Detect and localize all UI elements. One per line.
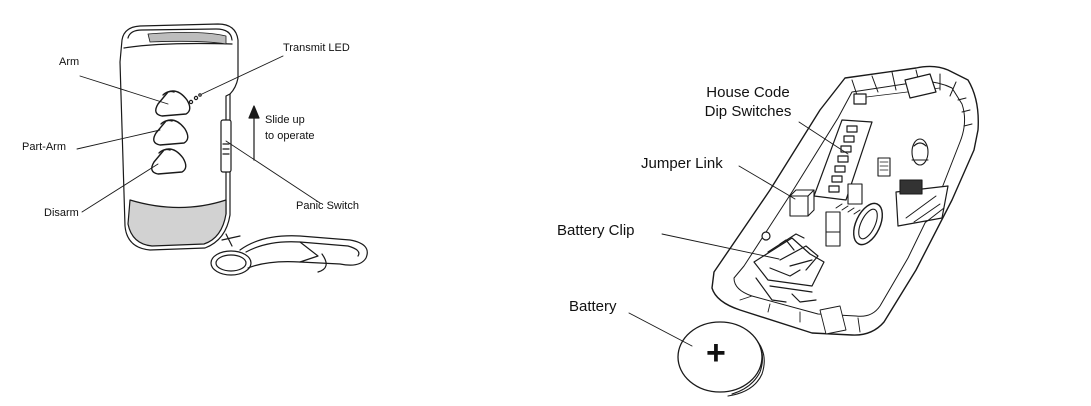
arm-label: Arm — [59, 56, 79, 69]
part-arm-label: Part-Arm — [22, 141, 66, 154]
slide-up-arrow — [249, 106, 259, 160]
battery-plus-symbol: + — [706, 333, 726, 373]
slide-up-label-line2: to operate — [265, 130, 315, 143]
jumper-link-label: Jumper Link — [641, 155, 723, 172]
panic-switch-label: Panic Switch — [296, 200, 359, 213]
battery-label: Battery — [569, 298, 617, 315]
disarm-label: Disarm — [44, 207, 79, 220]
key-ring-clip — [211, 234, 367, 275]
battery-clip-label: Battery Clip — [557, 222, 635, 239]
slide-up-label-line1: Slide up — [265, 114, 305, 127]
house-code-label-line1: House Code — [696, 84, 800, 101]
panic-switch — [221, 120, 231, 172]
transmit-led-label: Transmit LED — [283, 42, 350, 55]
house-code-label-line2: Dip Switches — [696, 103, 800, 120]
